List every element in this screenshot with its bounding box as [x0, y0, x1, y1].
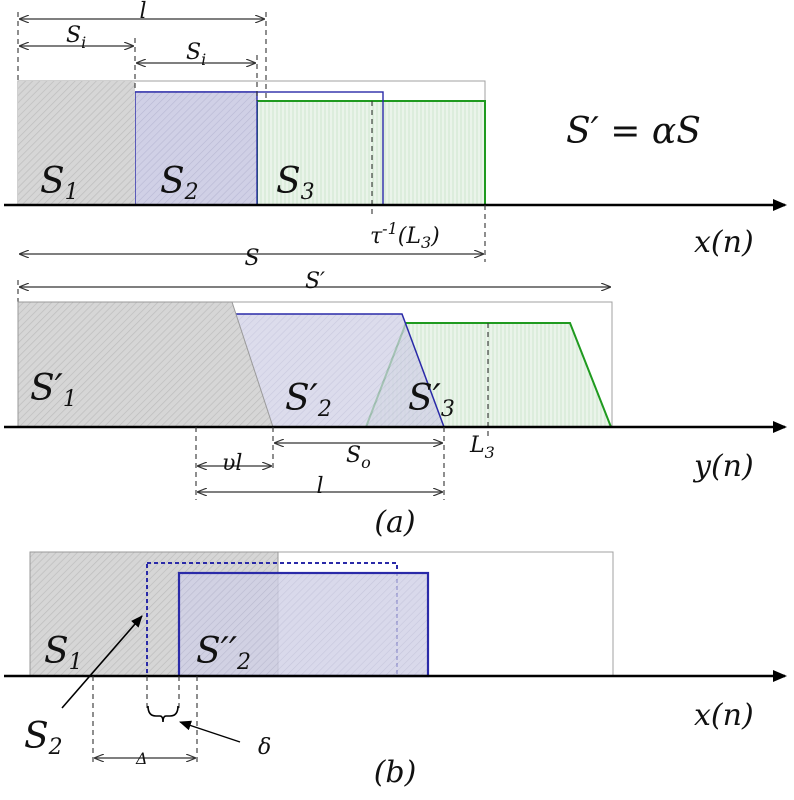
segment-s1-block	[18, 81, 135, 205]
dim-si-1-label: Si	[66, 23, 86, 52]
panel-a-top: l Si Si S1 S2 S3 S′ = αS τ-1(L3) x(n) S	[4, 0, 787, 271]
dim-l-b-label: l	[316, 474, 323, 499]
segment-s2-label: S2	[160, 161, 199, 205]
dim-so-label: So	[346, 443, 371, 472]
segment-b-s2-shifted-block	[177, 571, 430, 678]
segment-s3-prime-label: S′3	[408, 378, 455, 422]
tau-label: τ-1(L3)	[370, 219, 440, 252]
pointer-s2-arrow	[61, 615, 143, 709]
segment-b-s2-shifted-label: S′′2	[196, 631, 251, 675]
delta-small-label: δ	[258, 735, 271, 760]
delta-big-label: Δ	[135, 749, 148, 768]
pointer-delta-arrow	[179, 720, 241, 743]
x-axis-top-label: x(n)	[694, 225, 754, 260]
panel-b: S1 S′′2 x(n) S2 δ Δ (b)	[4, 551, 787, 790]
dim-s-label: S	[244, 246, 259, 271]
segment-s1-prime-label: S′1	[30, 368, 77, 412]
l3-label: L3	[469, 433, 495, 462]
dim-vl-label: υl	[222, 451, 242, 476]
delta-brace	[147, 705, 179, 723]
segment-b-s1-label: S1	[44, 631, 83, 675]
caption-a: (a)	[374, 505, 415, 540]
y-axis-label: y(n)	[692, 449, 754, 484]
segment-s1-label: S1	[40, 161, 79, 205]
segment-s2-prime-label: S′2	[285, 378, 332, 422]
x-axis-b-label: x(n)	[694, 698, 754, 733]
caption-b: (b)	[374, 755, 417, 790]
dim-l-label: l	[139, 0, 146, 24]
panel-a-bottom: S′ S′1 S′2 S′3 y(n) L3 So υl l	[4, 269, 787, 540]
equation-label: S′ = αS	[566, 111, 701, 152]
segment-s3-label: S3	[276, 161, 315, 205]
dim-si-2-label: Si	[186, 40, 206, 69]
pointer-s2-label: S2	[24, 716, 63, 760]
dim-s-prime-label: S′	[305, 269, 325, 294]
